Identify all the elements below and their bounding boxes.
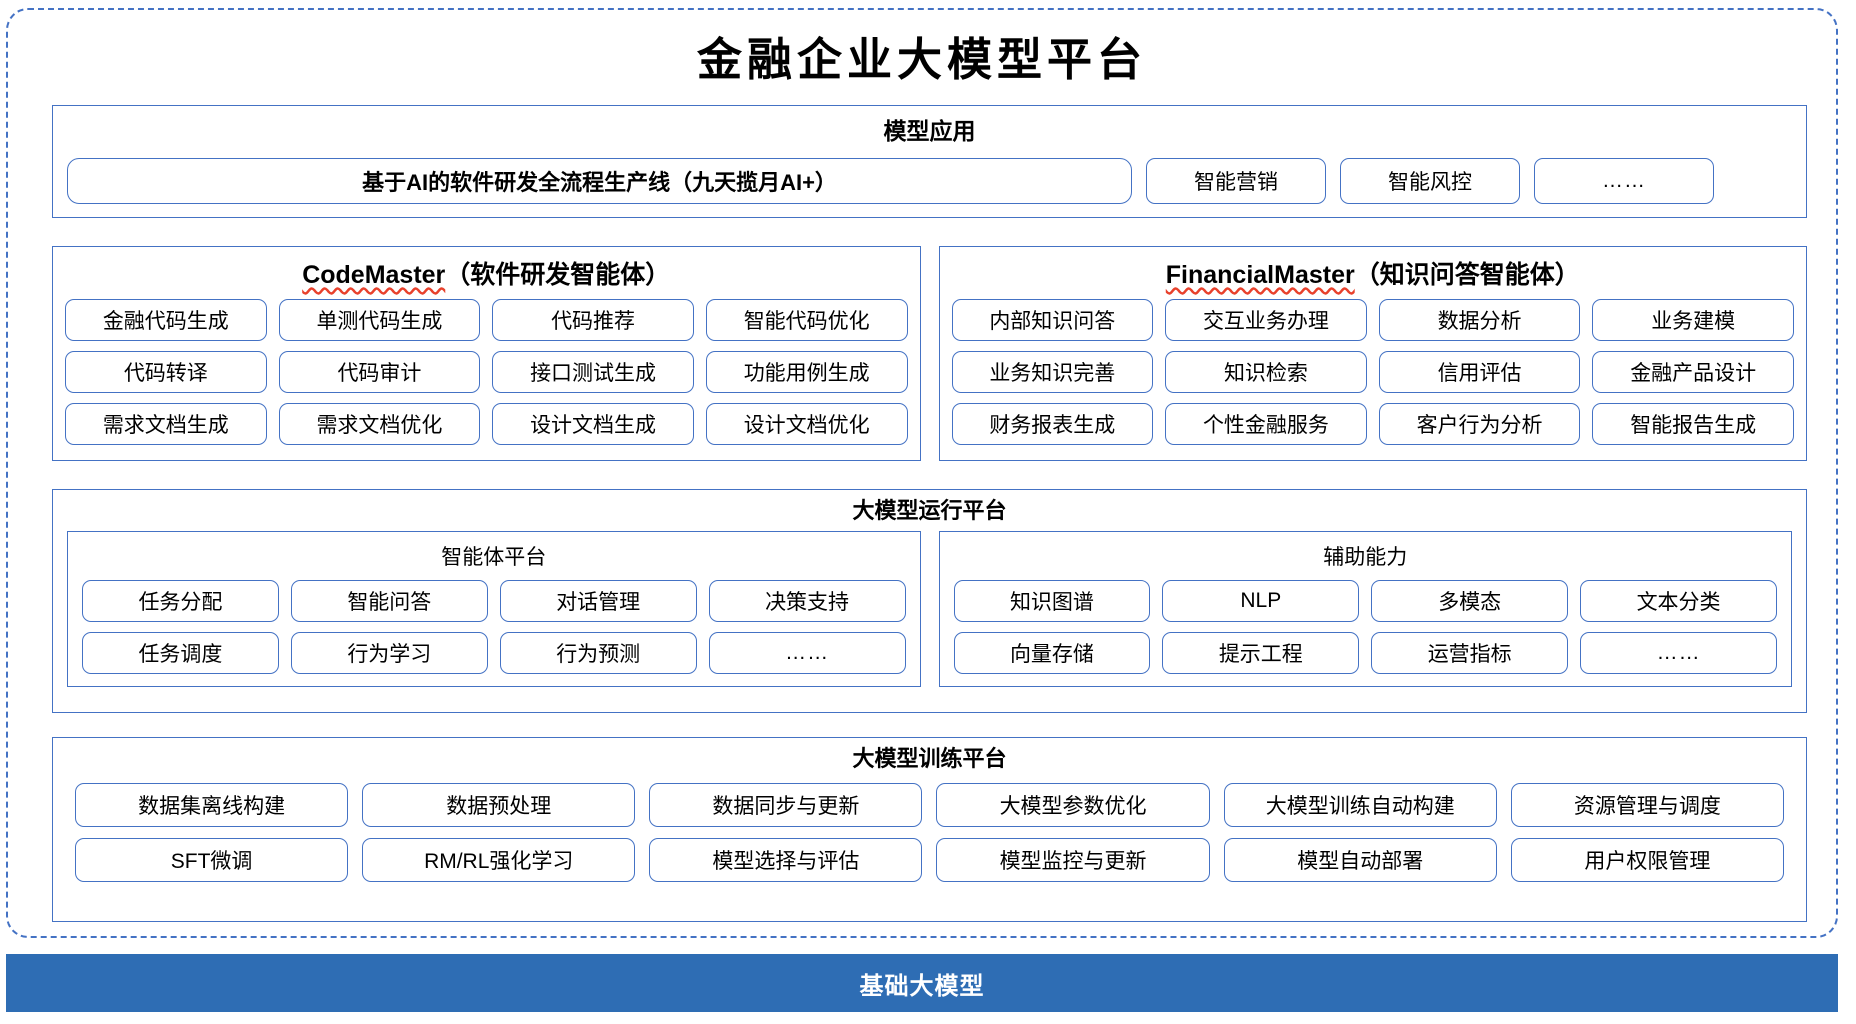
runtime-item[interactable]: 行为学习: [290, 632, 488, 674]
training-item[interactable]: 大模型参数优化: [936, 783, 1210, 827]
runtime-agent-platform-grid: 任务分配 智能问答 对话管理 决策支持 任务调度 行为学习 行为预测 ……: [68, 578, 920, 686]
capability-item[interactable]: 设计文档优化: [705, 403, 908, 445]
training-platform-title: 大模型训练平台: [852, 746, 1007, 771]
training-item[interactable]: 资源管理与调度: [1510, 783, 1784, 827]
application-item-more[interactable]: ……: [1534, 158, 1714, 204]
agent-panel-financialmaster: FinancialMaster（知识问答智能体） 内部知识问答 交互业务办理 数…: [938, 246, 1807, 461]
runtime-item[interactable]: 知识图谱: [953, 580, 1151, 622]
base-model-bar: 基础大模型: [6, 954, 1838, 1012]
agent-codemaster-title: CodeMaster（软件研发智能体）: [53, 247, 920, 295]
application-item-smart-risk-control[interactable]: 智能风控: [1340, 158, 1520, 204]
capability-item[interactable]: 信用评估: [1378, 351, 1581, 393]
capability-item[interactable]: 设计文档生成: [492, 403, 694, 445]
capability-item[interactable]: 代码转译: [65, 351, 267, 393]
capability-item[interactable]: 内部知识问答: [951, 299, 1154, 341]
runtime-item[interactable]: 提示工程: [1162, 632, 1360, 674]
diagram-outer-frame: 金融企业大模型平台: [6, 8, 1838, 938]
agents-row: CodeMaster（软件研发智能体） 金融代码生成 单测代码生成 代码推荐 智…: [52, 246, 1807, 461]
runtime-item[interactable]: 行为预测: [499, 632, 697, 674]
training-platform-grid: 数据集离线构建 数据预处理 数据同步与更新 大模型参数优化 大模型训练自动构建 …: [53, 779, 1806, 896]
runtime-section-agent-platform-title: 智能体平台: [441, 546, 547, 569]
capability-item[interactable]: 交互业务办理: [1165, 299, 1367, 341]
runtime-section-agent-platform: 智能体平台 任务分配 智能问答 对话管理 决策支持 任务调度 行为学习 行为预测…: [67, 531, 921, 687]
page-title: 金融企业大模型平台: [696, 33, 1147, 86]
capability-item[interactable]: 需求文档生成: [65, 403, 267, 445]
capability-item[interactable]: 智能代码优化: [705, 299, 908, 341]
capability-item[interactable]: 业务知识完善: [951, 351, 1154, 393]
runtime-item[interactable]: 对话管理: [499, 580, 697, 622]
agent-financialmaster-name: FinancialMaster: [1165, 261, 1355, 289]
training-item[interactable]: 模型自动部署: [1223, 838, 1497, 882]
capability-item[interactable]: 需求文档优化: [278, 403, 481, 445]
training-item[interactable]: 模型监控与更新: [936, 838, 1210, 882]
model-applications-row: 基于AI的软件研发全流程生产线（九天揽月AI+） 智能营销 智能风控 ……: [53, 158, 1806, 204]
runtime-item-more[interactable]: ……: [708, 632, 906, 674]
runtime-item[interactable]: 决策支持: [708, 580, 906, 622]
runtime-item-more[interactable]: ……: [1580, 632, 1777, 674]
model-applications-panel: 模型应用 基于AI的软件研发全流程生产线（九天揽月AI+） 智能营销 智能风控 …: [52, 105, 1807, 218]
capability-item[interactable]: 金融产品设计: [1592, 351, 1794, 393]
capability-item[interactable]: 单测代码生成: [278, 299, 481, 341]
runtime-platform-columns: 智能体平台 任务分配 智能问答 对话管理 决策支持 任务调度 行为学习 行为预测…: [53, 531, 1806, 687]
application-item-smart-marketing[interactable]: 智能营销: [1146, 158, 1326, 204]
training-item[interactable]: 大模型训练自动构建: [1223, 783, 1497, 827]
training-item[interactable]: 数据同步与更新: [649, 783, 923, 827]
capability-item[interactable]: 功能用例生成: [705, 351, 908, 393]
runtime-item[interactable]: 多模态: [1371, 580, 1569, 622]
agent-codemaster-name: CodeMaster: [302, 261, 446, 289]
capability-item[interactable]: 数据分析: [1378, 299, 1581, 341]
training-item[interactable]: 用户权限管理: [1510, 838, 1784, 882]
runtime-platform-panel: 大模型运行平台 智能体平台 任务分配 智能问答 对话管理 决策支持 任务调度 行…: [52, 489, 1807, 713]
agent-financialmaster-title: FinancialMaster（知识问答智能体）: [940, 247, 1807, 295]
capability-item[interactable]: 代码审计: [278, 351, 481, 393]
base-model-label: 基础大模型: [859, 972, 985, 1000]
training-item[interactable]: SFT微调: [75, 838, 349, 882]
training-platform-panel: 大模型训练平台 数据集离线构建 数据预处理 数据同步与更新 大模型参数优化 大模…: [52, 737, 1807, 922]
agent-financialmaster-capability-grid: 内部知识问答 交互业务办理 数据分析 业务建模 业务知识完善 知识检索 信用评估…: [940, 295, 1807, 455]
agent-codemaster-suffix: （软件研发智能体）: [445, 261, 671, 289]
application-primary-pipeline[interactable]: 基于AI的软件研发全流程生产线（九天揽月AI+）: [67, 158, 1132, 204]
capability-item[interactable]: 业务建模: [1592, 299, 1794, 341]
runtime-auxiliary-capability-grid: 知识图谱 NLP 多模态 文本分类 向量存储 提示工程 运营指标 ……: [940, 578, 1792, 686]
runtime-item[interactable]: 文本分类: [1580, 580, 1777, 622]
capability-item[interactable]: 财务报表生成: [951, 403, 1154, 445]
runtime-section-auxiliary-capability: 辅助能力 知识图谱 NLP 多模态 文本分类 向量存储 提示工程 运营指标 ……: [938, 531, 1792, 687]
capability-item[interactable]: 客户行为分析: [1378, 403, 1581, 445]
capability-item[interactable]: 个性金融服务: [1165, 403, 1367, 445]
capability-item[interactable]: 金融代码生成: [65, 299, 267, 341]
runtime-item[interactable]: 运营指标: [1371, 632, 1569, 674]
capability-item[interactable]: 智能报告生成: [1592, 403, 1794, 445]
runtime-item[interactable]: 任务分配: [82, 580, 279, 622]
training-item[interactable]: 模型选择与评估: [649, 838, 923, 882]
runtime-item[interactable]: 向量存储: [953, 632, 1151, 674]
agent-codemaster-capability-grid: 金融代码生成 单测代码生成 代码推荐 智能代码优化 代码转译 代码审计 接口测试…: [53, 295, 920, 455]
agent-financialmaster-suffix: （知识问答智能体）: [1354, 261, 1580, 289]
runtime-item[interactable]: 智能问答: [290, 580, 488, 622]
agent-panel-codemaster: CodeMaster（软件研发智能体） 金融代码生成 单测代码生成 代码推荐 智…: [52, 246, 921, 461]
training-item[interactable]: 数据预处理: [362, 783, 636, 827]
capability-item[interactable]: 代码推荐: [492, 299, 694, 341]
runtime-item[interactable]: 任务调度: [82, 632, 279, 674]
capability-item[interactable]: 接口测试生成: [492, 351, 694, 393]
runtime-item[interactable]: NLP: [1162, 580, 1360, 622]
runtime-section-auxiliary-capability-title: 辅助能力: [1323, 546, 1408, 569]
model-applications-title: 模型应用: [883, 118, 976, 144]
training-item[interactable]: RM/RL强化学习: [362, 838, 636, 882]
capability-item[interactable]: 知识检索: [1165, 351, 1367, 393]
training-item[interactable]: 数据集离线构建: [75, 783, 349, 827]
runtime-platform-title: 大模型运行平台: [852, 498, 1007, 523]
